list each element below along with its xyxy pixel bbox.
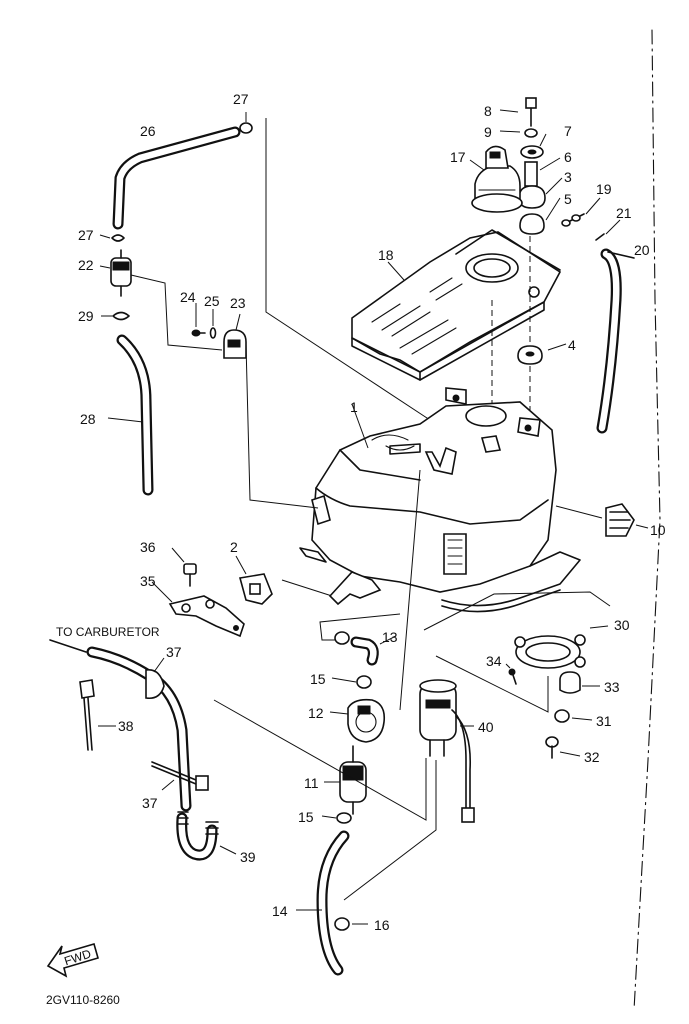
- damper-7: [520, 145, 544, 159]
- collar-6: [524, 161, 538, 187]
- hose-clip-27-left: [111, 234, 125, 242]
- callout-37-lower: 37: [142, 795, 158, 811]
- callout-29: 29: [78, 308, 94, 324]
- callout-19: 19: [596, 181, 612, 197]
- fuel-filter-11: [339, 745, 367, 815]
- damper-2: [238, 573, 273, 605]
- callout-16: 16: [374, 917, 390, 933]
- hose-39: [176, 811, 219, 861]
- callout-12: 12: [308, 705, 324, 721]
- callout-7: 7: [564, 123, 572, 139]
- callout-20: 20: [634, 242, 650, 258]
- callout-1: 1: [350, 399, 358, 415]
- screw-34: [508, 668, 517, 685]
- callout-21: 21: [616, 205, 632, 221]
- grommet-5: [519, 213, 545, 235]
- hose-clip-15-upper: [334, 631, 372, 689]
- callout-15-upper: 15: [310, 671, 326, 687]
- bolt-32: [545, 736, 559, 759]
- callout-13: 13: [382, 629, 398, 645]
- page-edge-line: [633, 29, 661, 1011]
- washer-31: [554, 709, 570, 723]
- hose-19: [561, 213, 585, 227]
- fuel-hose-14: [316, 830, 350, 976]
- grommet-3: [518, 185, 546, 209]
- callout-26: 26: [140, 123, 156, 139]
- cable-tie-37-lower: [151, 761, 209, 791]
- callout-23: 23: [230, 295, 246, 311]
- bolt-36: [183, 563, 197, 587]
- grommet-4: [517, 345, 543, 365]
- callout-35: 35: [140, 573, 156, 589]
- tank-mount-bracket: [328, 571, 382, 606]
- clamp-ring-30: [514, 634, 586, 669]
- hose-clip-29: [112, 311, 130, 321]
- fwd-arrow-icon: [46, 943, 99, 978]
- callout-34: 34: [486, 653, 502, 669]
- fuel-cock-12: [347, 698, 386, 743]
- washer-25: [209, 327, 217, 339]
- screw-24: [191, 329, 206, 337]
- callout-32: 32: [584, 749, 600, 765]
- bracket-10: [605, 503, 635, 537]
- callout-25: 25: [204, 293, 220, 309]
- collar-33: [559, 671, 581, 694]
- callout-15-lower: 15: [298, 809, 314, 825]
- carburetor-note: TO CARBURETOR: [56, 625, 160, 639]
- callout-6: 6: [564, 149, 572, 165]
- washer-9: [524, 128, 538, 138]
- callout-3: 3: [564, 169, 572, 185]
- callout-27-left: 27: [78, 227, 94, 243]
- drawing-code: 2GV110-8260: [46, 993, 120, 1007]
- callout-14: 14: [272, 903, 288, 919]
- hose-clip-16: [334, 917, 350, 931]
- breather-hose-26: [112, 126, 241, 230]
- callout-17: 17: [450, 149, 466, 165]
- callout-31: 31: [596, 713, 612, 729]
- cable-band-38: [79, 679, 95, 751]
- clamp-37-upper: [145, 669, 165, 700]
- hose-clip-15-lower: [336, 812, 352, 824]
- callout-27-top: 27: [233, 91, 249, 107]
- breather-hose-20: [596, 248, 635, 434]
- callout-37-upper: 37: [166, 644, 182, 660]
- callout-28: 28: [80, 411, 96, 427]
- callout-2: 2: [230, 539, 238, 555]
- callout-38: 38: [118, 718, 134, 734]
- callout-36: 36: [140, 539, 156, 555]
- callout-18: 18: [378, 247, 394, 263]
- callout-9: 9: [484, 124, 492, 140]
- callout-30: 30: [614, 617, 630, 633]
- hose-clip-27-top: [239, 122, 253, 134]
- fuel-pump-40: [419, 679, 475, 823]
- fuel-hose-28: [116, 334, 154, 496]
- callout-10: 10: [650, 522, 666, 538]
- bracket-23: [223, 329, 247, 359]
- callout-39: 39: [240, 849, 256, 865]
- callout-33: 33: [604, 679, 620, 695]
- pipe-13: [350, 636, 379, 666]
- callout-5: 5: [564, 191, 572, 207]
- callout-22: 22: [78, 257, 94, 273]
- bolt-8: [525, 97, 537, 127]
- callout-4: 4: [568, 337, 576, 353]
- tank-cover-18: [351, 229, 562, 381]
- callout-24: 24: [180, 289, 196, 305]
- callout-11: 11: [304, 775, 319, 791]
- fuel-tank-1: [299, 387, 581, 613]
- fwd-arrow-label: FWD: [62, 947, 93, 969]
- fuel-cap-17: [471, 145, 523, 213]
- bracket-35: [168, 595, 245, 638]
- fuel-filter-22: [110, 249, 132, 297]
- clip-21: [595, 233, 605, 241]
- callout-8: 8: [484, 103, 492, 119]
- callout-40: 40: [478, 719, 494, 735]
